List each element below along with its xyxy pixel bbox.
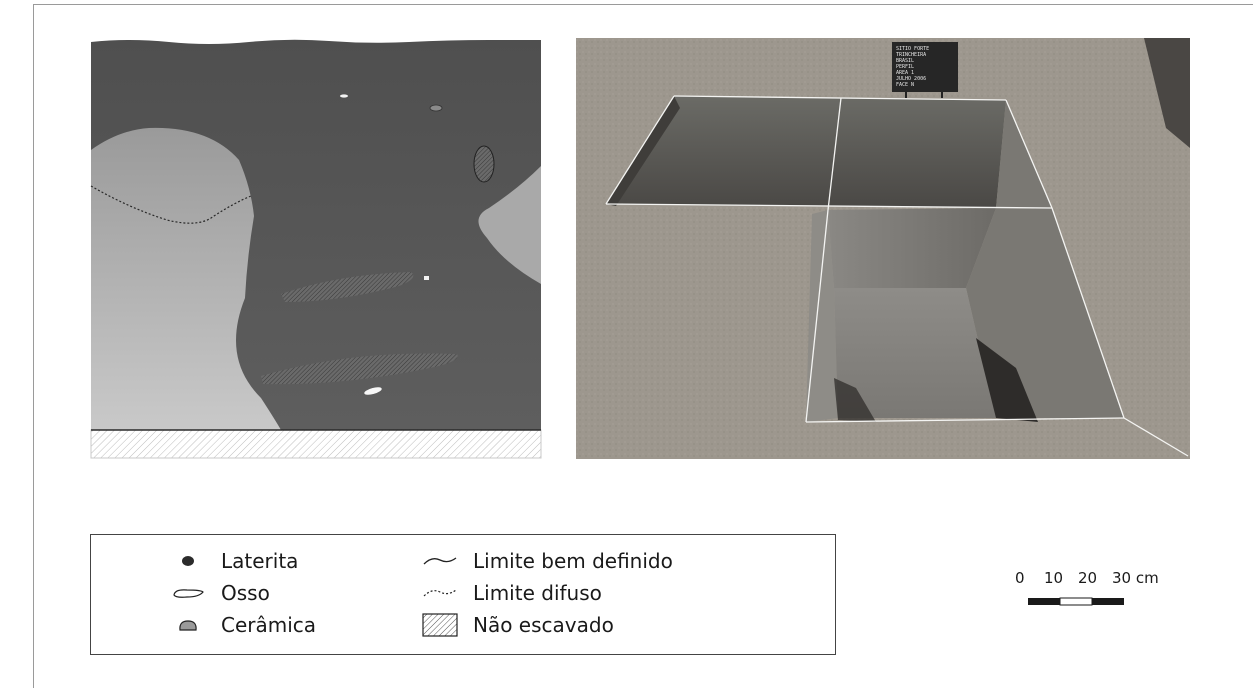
adjacent-trench — [1144, 38, 1190, 148]
diffuse-boundary-line — [90, 185, 252, 224]
legend-label: Laterita — [221, 549, 299, 573]
excavation-photo: SITIO FORTE TRINCHEIRA BRASIL PERFIL ARE… — [576, 38, 1190, 459]
ceramic-lens-upper — [281, 272, 414, 302]
sign-line: PERFIL — [896, 64, 914, 70]
dotted-curve-icon — [421, 582, 459, 604]
light-soil-right — [478, 166, 541, 284]
sign-text: SITIO FORTE TRINCHEIRA BRASIL PERFIL ARE… — [896, 46, 929, 88]
sign-line: SITIO FORTE — [896, 46, 929, 52]
pit-right-wall — [966, 100, 1124, 418]
unexcavated-strip — [90, 429, 542, 459]
sign-line: BRASIL — [896, 58, 914, 64]
bone-outline-icon — [169, 582, 207, 604]
legend-label: Cerâmica — [221, 613, 317, 637]
legend-item-nao-escavado: Não escavado — [421, 612, 614, 638]
pit-floor — [834, 288, 996, 418]
ceramic-lens-lower — [261, 353, 458, 385]
legend-item-laterita: Laterita — [169, 548, 298, 574]
legend-label: Limite bem definido — [473, 549, 673, 573]
sign-line: TRINCHEIRA — [896, 52, 926, 58]
figure-frame — [33, 4, 1253, 688]
legend-item-osso: Osso — [169, 580, 270, 606]
legend-label: Não escavado — [473, 613, 614, 637]
legend-item-limite-difuso: Limite difuso — [421, 580, 602, 606]
bone-fragment — [340, 94, 348, 98]
site-sign-board — [892, 42, 958, 98]
grid-strings — [605, 95, 1189, 457]
scale-tick-label: 20 — [1078, 569, 1098, 587]
scale-tick-label: 0 — [1015, 569, 1025, 587]
pit-left-wall-lower — [806, 210, 838, 422]
sign-line: AREA 1 — [896, 70, 914, 76]
hatched-box-icon — [421, 613, 459, 637]
ceramic-sherd — [429, 104, 443, 112]
filled-ellipse-icon — [169, 550, 207, 572]
solid-curve-icon — [421, 550, 459, 572]
scale-bar: 0 10 20 30 cm — [1005, 569, 1175, 619]
scale-bar-segments — [1028, 597, 1124, 606]
light-soil-zone — [91, 127, 281, 430]
legend-label: Osso — [221, 581, 270, 605]
bone-fragment-lower — [364, 387, 382, 395]
pit-back-wall-upper — [606, 96, 1006, 208]
laterite-nodule — [473, 145, 495, 183]
grey-lens-icon — [169, 614, 207, 636]
legend-item-limite-bem: Limite bem definido — [421, 548, 673, 574]
legend: Laterita Osso Cerâmica Limite bem defini… — [90, 534, 836, 655]
sign-line: FACE N — [896, 82, 914, 88]
scale-tick-label: 30 cm — [1112, 569, 1159, 587]
pit-back-wall-lower — [828, 208, 996, 288]
legend-item-ceramica: Cerâmica — [169, 612, 316, 638]
sign-line: JULHO 2006 — [896, 76, 926, 82]
pit-left-wall-upper — [606, 96, 680, 206]
scale-tick-label: 10 — [1044, 569, 1064, 587]
stratigraphic-profile — [90, 39, 542, 459]
bone-fragment-small — [424, 276, 429, 280]
legend-label: Limite difuso — [473, 581, 602, 605]
pit-shadow — [976, 338, 1038, 422]
